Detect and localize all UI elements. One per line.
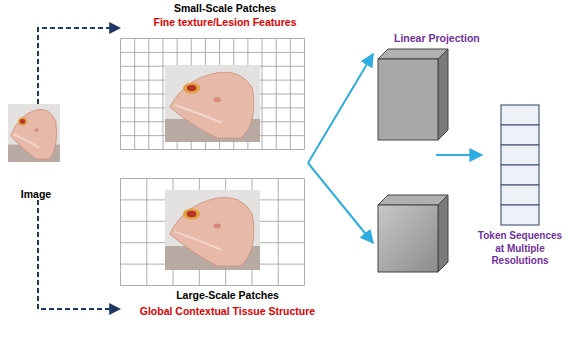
input-image: Image <box>6 104 66 200</box>
node-heading: Small-Scale Patches <box>120 2 310 14</box>
node-heading: Token Sequences at Multiple Resolutions <box>476 230 564 268</box>
patch-grid <box>121 39 305 150</box>
patch-grid <box>121 179 305 286</box>
large-patch-grid: Large-Scale PatchesGlobal Contextual Tis… <box>120 178 335 317</box>
grid-image <box>120 38 305 150</box>
node-heading: Linear Projection <box>376 32 488 44</box>
token-stack <box>476 104 564 226</box>
cube-shape <box>376 46 450 142</box>
node-heading: Large-Scale Patches <box>120 289 335 301</box>
foot-photo <box>8 104 60 162</box>
node-subheading: Fine texture/Lesion Features <box>120 16 310 28</box>
linear-projection-cube: Linear Projection <box>376 32 488 142</box>
dashed-arrow <box>38 28 120 104</box>
foot-photo <box>165 190 260 270</box>
foot-photo <box>165 65 260 142</box>
token-sequence: Token Sequences at Multiple Resolutions <box>476 104 564 268</box>
dashed-arrow <box>38 200 120 309</box>
node-subheading: Global Contextual Tissue Structure <box>120 305 335 317</box>
projection-cube <box>378 195 448 272</box>
grid-image <box>120 178 305 286</box>
small-patch-grid: Small-Scale PatchesFine texture/Lesion F… <box>120 2 310 152</box>
node-heading: Image <box>6 188 66 200</box>
